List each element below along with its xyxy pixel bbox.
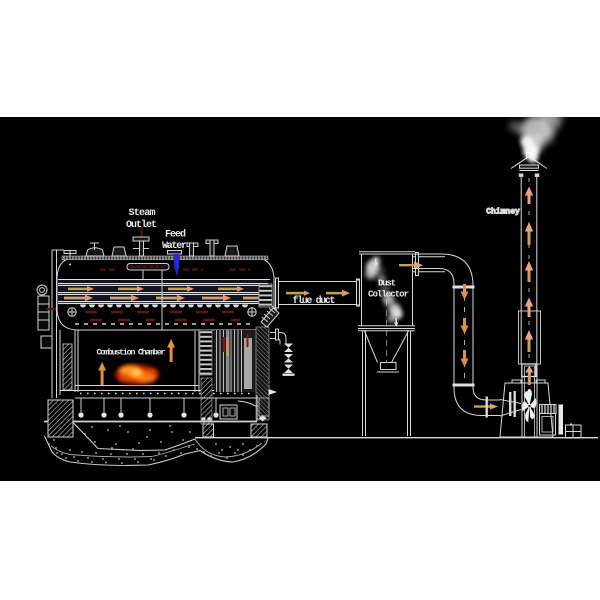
svg-text:Feed: Feed — [165, 229, 186, 241]
svg-text:flue duct: flue duct — [293, 295, 336, 307]
svg-text:Collector: Collector — [368, 290, 409, 300]
svg-text:Chimney: Chimney — [486, 208, 520, 217]
svg-text:Steam: Steam — [129, 208, 156, 219]
svg-text:Dust: Dust — [378, 279, 396, 289]
svg-text:Water: Water — [162, 241, 187, 252]
svg-text:Outlet: Outlet — [126, 219, 157, 231]
svg-text:Combustion Chamber: Combustion Chamber — [97, 348, 166, 358]
